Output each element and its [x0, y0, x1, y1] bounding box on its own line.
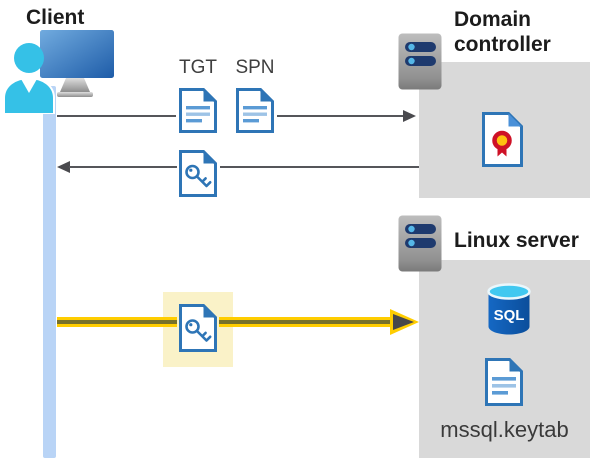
ticket-key-document-icon: [179, 150, 217, 197]
certificate-icon: [482, 112, 523, 167]
linux-server-server-icon: [398, 215, 442, 272]
response-arrow-line-left: [69, 166, 177, 168]
domain-controller-label: Domain controller: [454, 8, 551, 56]
client-timeline: [43, 86, 56, 458]
spn-label: SPN: [235, 57, 275, 78]
auth-arrow-head-icon: [390, 309, 419, 335]
response-arrow-head-icon: [57, 161, 70, 173]
keytab-filename-label: mssql.keytab: [440, 417, 569, 442]
linux-server-label: Linux server: [454, 229, 579, 252]
spn-document-icon: [236, 88, 274, 133]
keytab-document-icon: [485, 358, 523, 406]
client-user-monitor-icon: [3, 30, 114, 114]
auth-arrow-line-right: [219, 317, 392, 327]
sql-database-icon: SQL: [487, 283, 531, 335]
request-arrow-line-right: [277, 115, 403, 117]
tgt-document-icon: [179, 88, 217, 133]
request-arrow-head-icon: [403, 110, 416, 122]
keytab-key-document-icon: [179, 304, 217, 352]
tgt-label: TGT: [179, 57, 217, 78]
auth-arrow-line-left: [57, 317, 177, 327]
client-label: Client: [26, 6, 85, 29]
domain-controller-server-icon: [398, 33, 442, 90]
request-arrow-line-left: [57, 115, 176, 117]
response-arrow-line-right: [220, 166, 419, 168]
sql-label: SQL: [494, 307, 525, 324]
